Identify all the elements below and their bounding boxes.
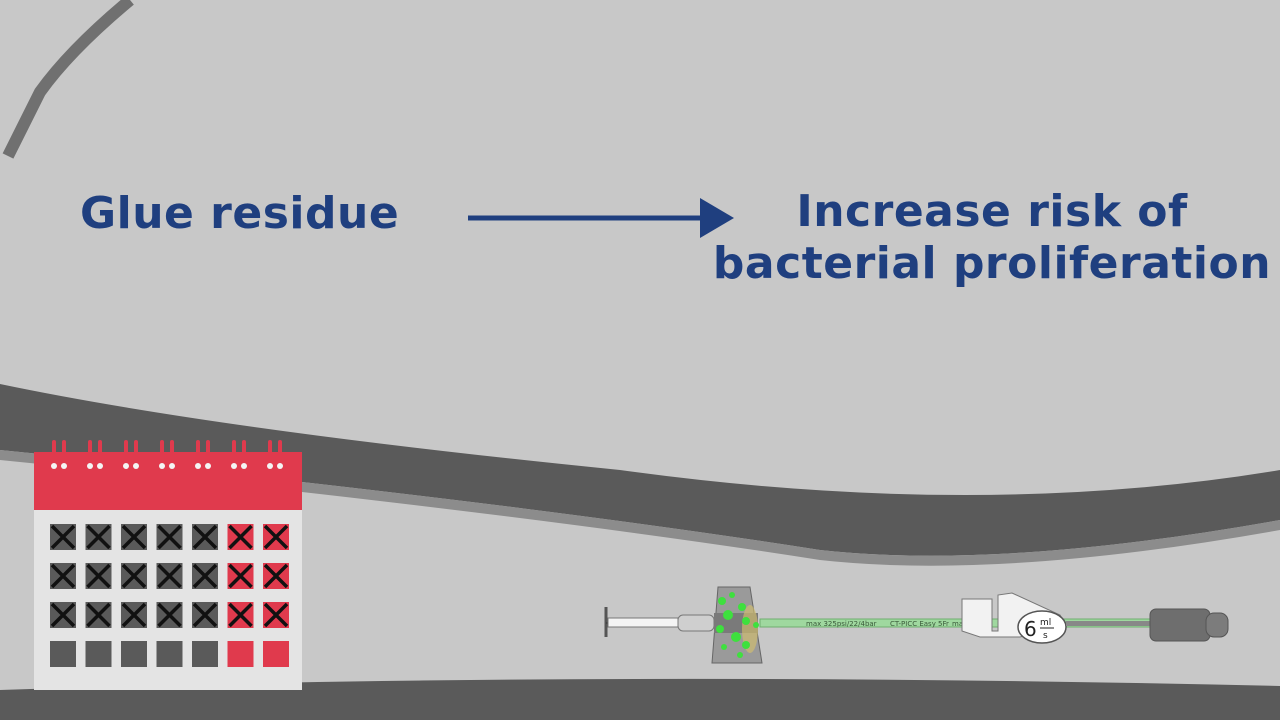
calendar-ring: [159, 440, 175, 469]
cross-mark-icon: [192, 602, 218, 628]
calendar-day: [50, 641, 76, 667]
cross-mark-icon: [86, 524, 111, 550]
calendar-ring: [267, 440, 283, 469]
cross-mark-icon: [228, 524, 253, 550]
effect-label-line2: bacterial proliferation: [712, 237, 1272, 289]
dark-band: [0, 384, 1280, 556]
cross-mark-icon: [228, 602, 253, 628]
cross-mark-icon: [157, 563, 182, 589]
cause-label: Glue residue: [80, 188, 400, 239]
cross-mark-icon: [192, 563, 218, 589]
calendar-ring: [195, 440, 211, 469]
vein-line: [2, 0, 134, 159]
calendar-day: [192, 641, 218, 667]
flow-value: 6: [1024, 617, 1037, 641]
calendar-ring: [123, 440, 139, 469]
calendar-day: [156, 641, 183, 667]
cross-mark-icon: [50, 524, 76, 550]
cross-mark-icon: [263, 563, 289, 589]
cross-mark-icon: [192, 524, 218, 550]
flow-badge: [1017, 610, 1067, 644]
stylet: [607, 617, 679, 628]
calendar-header: [34, 452, 302, 510]
luer-connector: [677, 614, 715, 632]
calendar-ring: [51, 440, 67, 469]
cross-mark-icon: [157, 602, 182, 628]
cross-mark-icon: [228, 563, 253, 589]
calendar-icon: [34, 440, 302, 690]
bottom-band: [0, 678, 1280, 720]
bacteria-cluster: [716, 592, 759, 658]
cross-mark-icon: [86, 602, 111, 628]
cross-mark-icon: [157, 524, 182, 550]
label-pressure: max 325psi/22/4bar: [806, 620, 877, 628]
effect-label: Increase risk of bacterial proliferation: [712, 186, 1272, 290]
calendar-day: [121, 641, 147, 667]
label-model: CT-PICC Easy 5Fr: [890, 620, 949, 628]
effect-label-line1: Increase risk of: [796, 186, 1188, 237]
calendar-cells: [50, 524, 289, 667]
calendar-ring: [87, 440, 103, 469]
hub-connector: [1149, 608, 1211, 642]
cross-mark-icon: [50, 563, 76, 589]
cross-mark-icon: [86, 563, 111, 589]
calendar-rings: [51, 440, 283, 469]
flow-unit-bottom: s: [1043, 631, 1048, 641]
calendar-day: [227, 641, 254, 667]
calendar-ring: [231, 440, 247, 469]
arrow-right-icon: [468, 198, 734, 238]
cross-mark-icon: [263, 524, 289, 550]
cross-mark-icon: [121, 602, 147, 628]
cross-mark-icon: [121, 563, 147, 589]
calendar-day: [85, 641, 112, 667]
calendar-day: [263, 641, 289, 667]
cross-mark-icon: [50, 602, 76, 628]
cross-mark-icon: [121, 524, 147, 550]
cross-mark-icon: [263, 602, 289, 628]
flow-unit-top: ml: [1040, 618, 1051, 628]
catheter-illustration: max 325psi/22/4bar CT-PICC Easy 5Fr max …: [604, 586, 1229, 664]
